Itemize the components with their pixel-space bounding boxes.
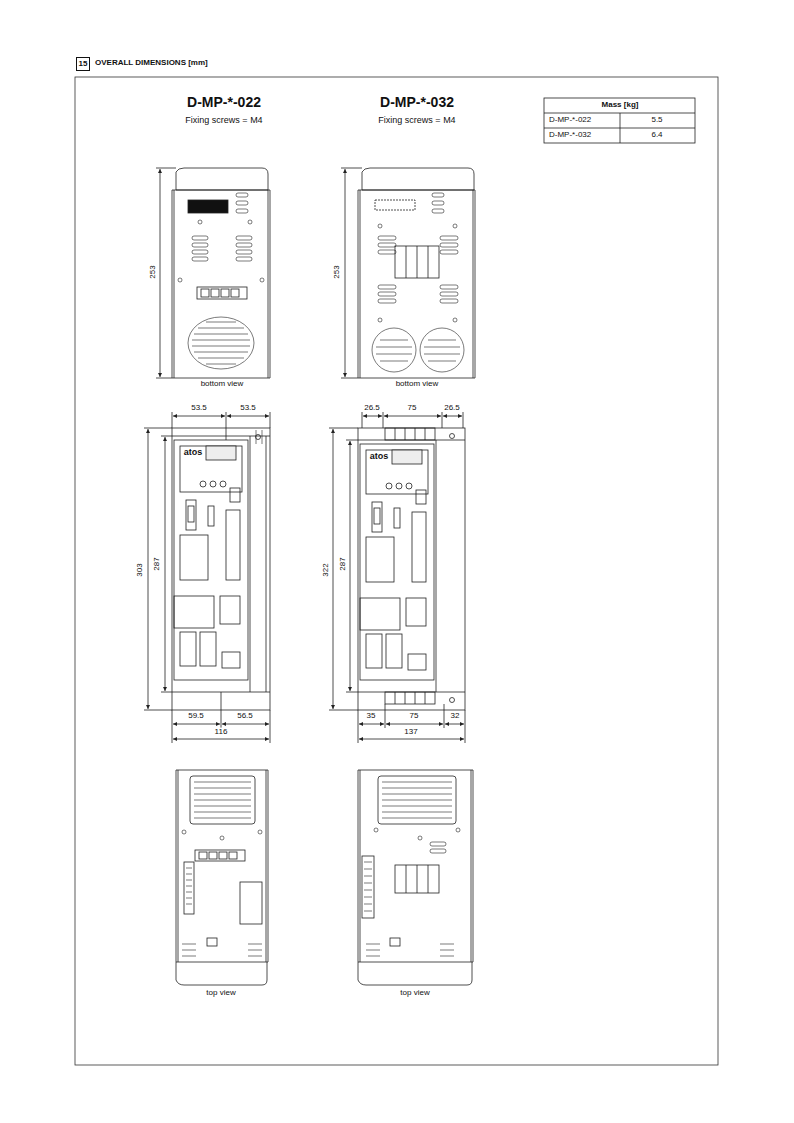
section-number: 15 (79, 60, 88, 68)
brand-logo: atos (369, 452, 390, 462)
table-header: Mass [kg] (601, 101, 640, 110)
fixing-note: Fixing screws = M4 (184, 116, 263, 126)
dimension: 75 (407, 404, 418, 413)
dimension: 26.5 (443, 404, 461, 413)
section-title: OVERALL DIMENSIONS [mm] (95, 59, 208, 68)
dimension: 137 (403, 728, 418, 737)
dimension: 322 (322, 562, 331, 577)
fixing-note: Fixing screws = M4 (377, 116, 456, 126)
dimension: 287 (153, 556, 162, 571)
dimension: 35 (366, 712, 377, 721)
table-cell: 6.4 (650, 131, 663, 140)
dimension: 253 (149, 264, 158, 279)
dimension: 32 (450, 712, 461, 721)
table-cell: D-MP-*-032 (548, 131, 592, 140)
view-caption: top view (399, 989, 430, 998)
view-caption: bottom view (200, 380, 245, 389)
dimension: 287 (339, 556, 348, 571)
dimension: 253 (333, 264, 342, 279)
view-caption: top view (205, 989, 236, 998)
model-title: D-MP-*-022 (186, 95, 262, 110)
dimension: 53.5 (190, 404, 208, 413)
dimension: 59.5 (187, 712, 205, 721)
table-cell: 5.5 (650, 116, 663, 125)
dimension: 75 (409, 712, 420, 721)
view-caption: bottom view (395, 380, 440, 389)
table-cell: D-MP-*-022 (548, 116, 592, 125)
dimension: 56.5 (236, 712, 254, 721)
dimension: 53.5 (239, 404, 257, 413)
brand-logo: atos (183, 448, 204, 458)
section-number-box: 15 (76, 57, 90, 71)
dimension: 303 (136, 562, 145, 577)
dimension: 116 (214, 728, 229, 737)
model-title: D-MP-*-032 (379, 95, 455, 110)
dimension: 26.5 (363, 404, 381, 413)
